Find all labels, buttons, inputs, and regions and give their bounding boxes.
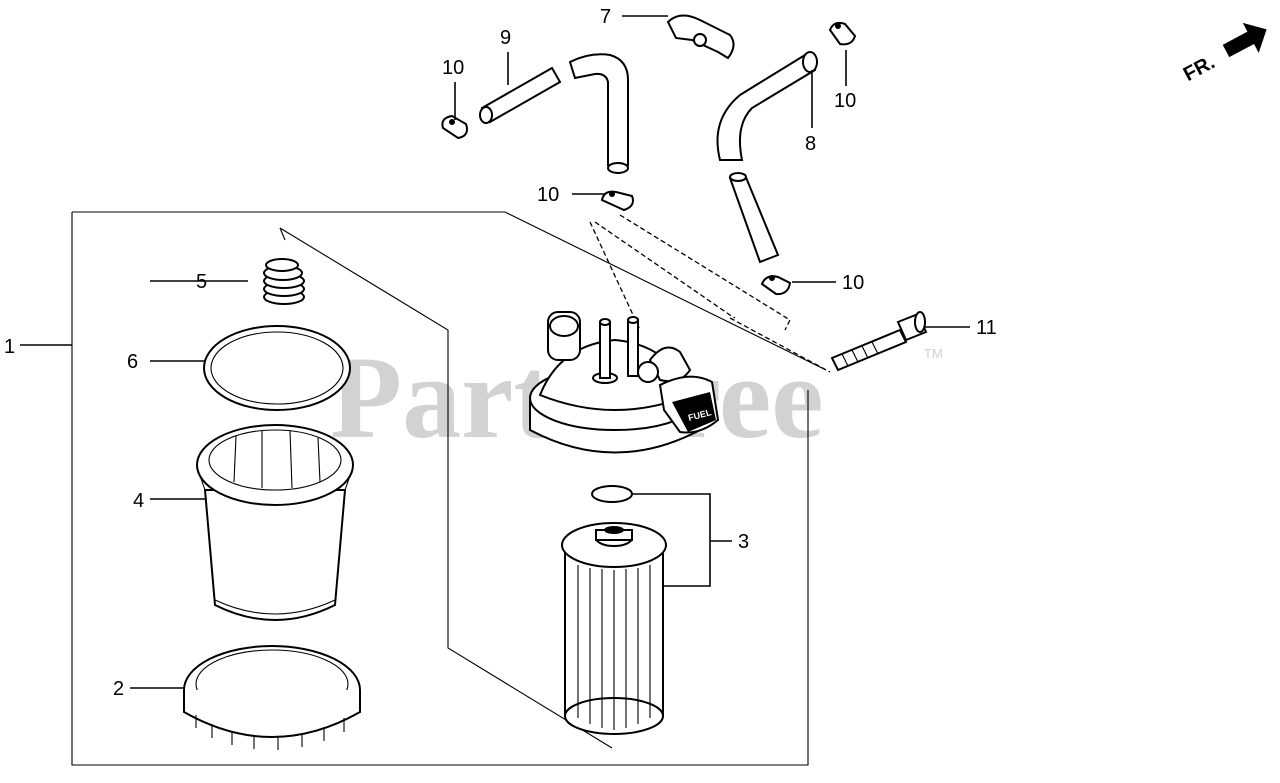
- filter-cap-body: [529, 311, 701, 454]
- o-ring-part: [203, 325, 351, 411]
- callout-10-c: 10: [537, 184, 559, 206]
- callout-10-d: 10: [842, 272, 864, 294]
- fuel-lever: FUEL: [658, 375, 720, 434]
- fuel-hose-8: [716, 51, 818, 264]
- callout-11: 11: [976, 317, 997, 339]
- hose-clamp-10-b: [828, 21, 857, 46]
- front-direction-label: FR.: [1180, 51, 1219, 86]
- callout-5: 5: [196, 271, 207, 293]
- ring-nut-part: [183, 645, 361, 750]
- hose-clamp-10-d: [760, 275, 792, 296]
- callout-8: 8: [805, 133, 816, 155]
- callout-10-b: 10: [834, 90, 856, 112]
- spring-part: [263, 258, 305, 305]
- filter-element-part: [561, 522, 667, 735]
- bolt-11: [830, 311, 928, 372]
- callout-3: 3: [738, 531, 749, 553]
- callout-7: 7: [600, 6, 611, 28]
- callout-6: 6: [127, 351, 138, 373]
- callout-1: 1: [4, 336, 15, 358]
- hose-routing-dashes: [589, 214, 831, 373]
- callout-2: 2: [113, 678, 124, 700]
- fuel-hose-9: [479, 53, 629, 174]
- callout-4: 4: [133, 490, 144, 512]
- filter-o-ring-part: [591, 485, 633, 503]
- hose-clip-7: [666, 14, 735, 60]
- filter-cup-part: [196, 424, 354, 621]
- callout-10-a: 10: [442, 57, 464, 79]
- callout-leader-lines: [20, 15, 970, 689]
- assembly-outline: [71, 211, 827, 766]
- callout-9: 9: [500, 27, 511, 49]
- watermark-trademark: TM: [924, 346, 943, 361]
- hose-clamp-10-c: [600, 190, 634, 212]
- hose-clamp-10-a: [441, 114, 468, 140]
- front-direction-indicator: FR.: [1180, 22, 1267, 86]
- front-arrow-icon: [1222, 22, 1267, 58]
